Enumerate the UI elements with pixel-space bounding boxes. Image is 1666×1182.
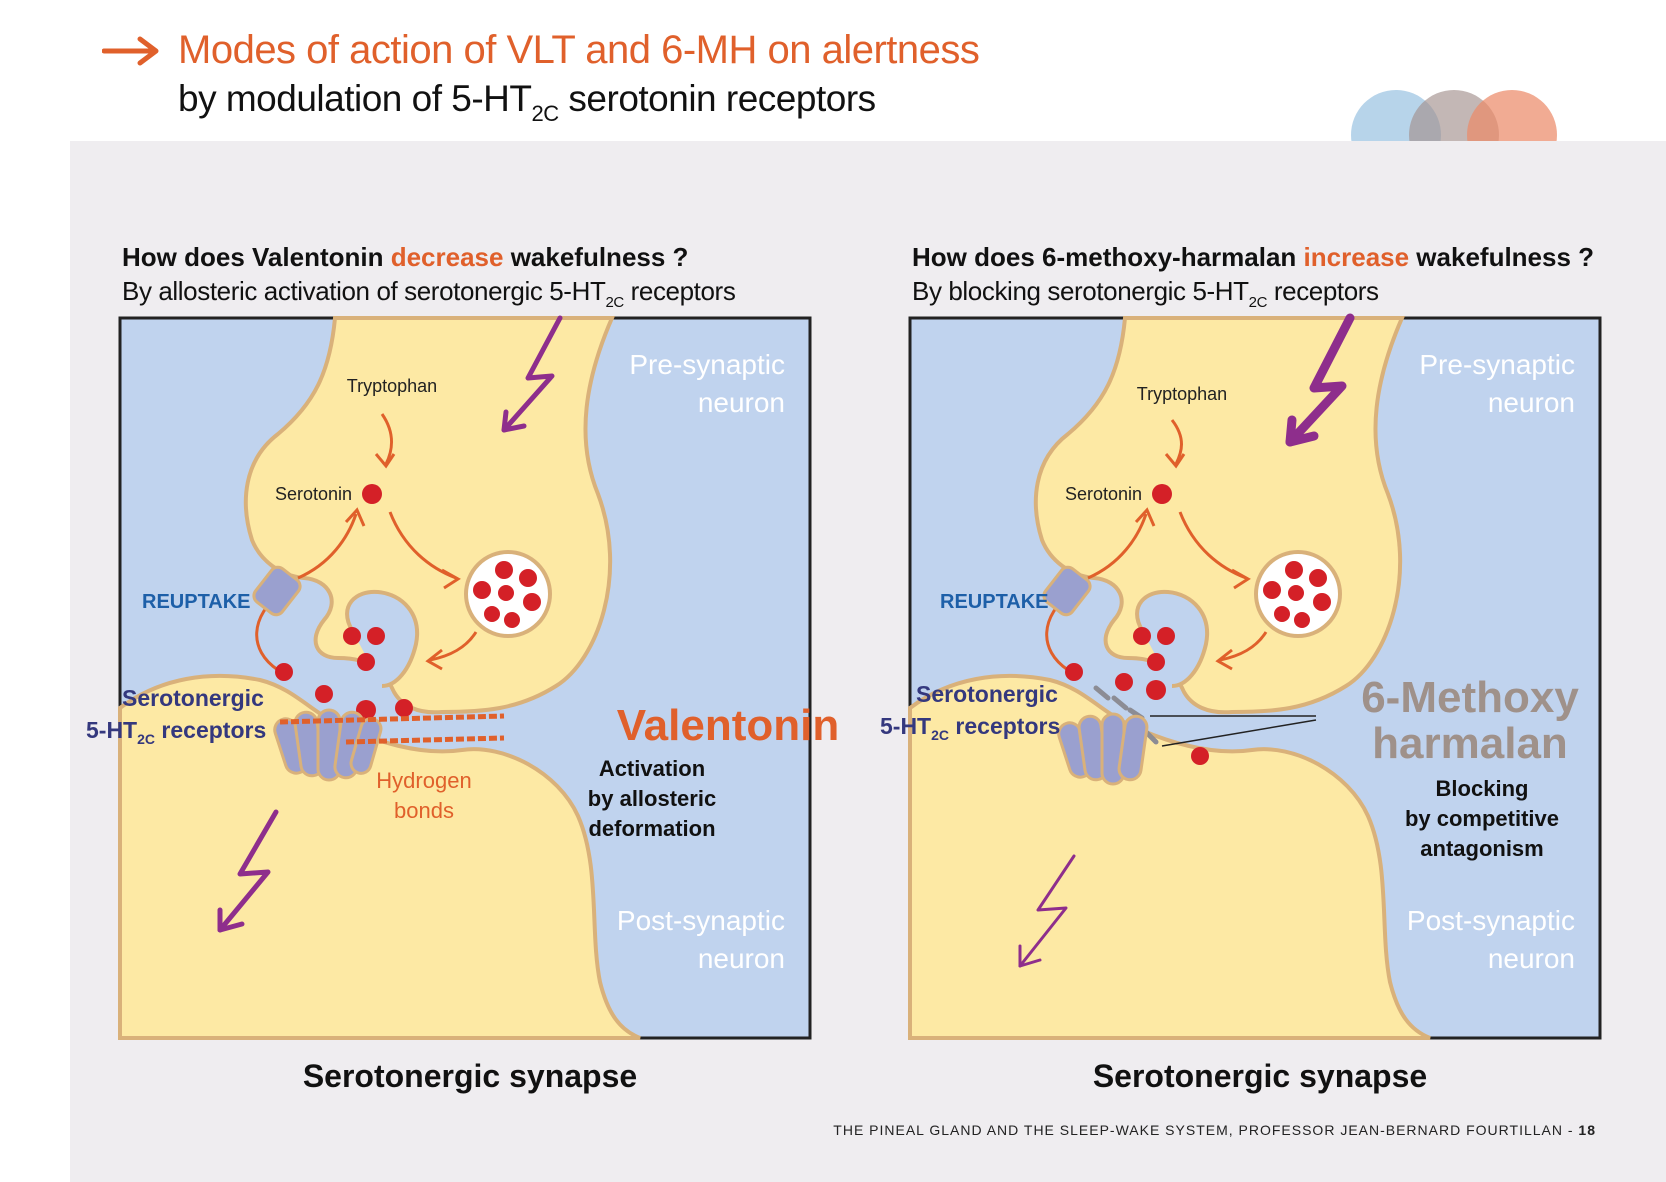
tryptophan-arrow	[1170, 419, 1183, 465]
footer: THE PINEAL GLAND AND THE SLEEP-WAKE SYST…	[833, 1122, 1596, 1138]
mechanism-label-2: by allosteric	[588, 786, 716, 811]
reuptake-label: REUPTAKE	[142, 591, 251, 613]
header: Modes of action of VLT and 6-MH on alert…	[0, 0, 1666, 180]
drug-name-label: Valentonin	[617, 701, 839, 750]
pre-synaptic-label-2: neuron	[698, 387, 785, 418]
serotonin-5ht2c-receptor	[273, 708, 383, 782]
mechanism-label-1: Activation	[599, 756, 705, 781]
post-synaptic-label-1: Post-synaptic	[617, 905, 785, 936]
pre-synaptic-label-2: neuron	[1488, 387, 1575, 418]
receptors-label-2: 5-HT2C receptors	[86, 717, 266, 747]
serotonin-label: Serotonin	[275, 484, 352, 504]
blocking-arcs	[1093, 685, 1159, 745]
release-arrow	[429, 631, 478, 662]
incoming-signal-lightning-icon	[1285, 313, 1355, 447]
left-caption: Serotonergic synapse	[302, 1058, 638, 1094]
release-arrow	[1219, 631, 1268, 662]
hydrogen-bond-line-1	[279, 713, 505, 725]
post-synaptic-neuron	[908, 673, 1431, 1040]
pointer-line-2	[1161, 719, 1317, 747]
post-synaptic-neuron	[118, 673, 641, 1040]
outgoing-signal-lightning-icon	[1018, 854, 1076, 968]
receptors-label-1: Serotonergic	[122, 685, 264, 711]
pre-synaptic-label-1: Pre-synaptic	[629, 349, 785, 380]
arrow-right-icon	[102, 36, 159, 66]
pre-synaptic-label-1: Pre-synaptic	[1419, 349, 1575, 380]
right-caption: Serotonergic synapse	[1092, 1058, 1428, 1094]
reuptake-to-serotonin-arrow	[297, 513, 358, 580]
serotonin-5ht2c-receptor	[1057, 712, 1149, 786]
left-synapse-diagram: Pre-synaptic neuron Post-synaptic neuron…	[86, 315, 839, 1040]
serotonin-label: Serotonin	[1065, 484, 1142, 504]
tryptophan-label: Tryptophan	[1137, 384, 1227, 404]
serotonin-molecule	[362, 484, 382, 504]
page-title: Modes of action of VLT and 6-MH on alert…	[178, 28, 980, 72]
post-synaptic-label-1: Post-synaptic	[1407, 905, 1575, 936]
reuptake-transporter	[1042, 565, 1092, 617]
right-question: How does 6-methoxy-harmalan increase wak…	[912, 242, 1595, 272]
right-subquestion: By blocking serotonergic 5-HT2C receptor…	[912, 276, 1379, 311]
reuptake-to-serotonin-arrow	[1087, 513, 1148, 580]
reuptake-label: REUPTAKE	[940, 591, 1049, 613]
mechanism-label-3: antagonism	[1420, 836, 1543, 861]
incoming-signal-lightning-icon	[501, 315, 563, 433]
hydrogen-bonds-label-2: bonds	[394, 798, 454, 823]
reuptake-transporter	[252, 565, 302, 617]
serotonin-molecule	[1152, 484, 1172, 504]
post-synaptic-label-2: neuron	[1488, 943, 1575, 974]
right-synapse-diagram: Pre-synaptic neuron Post-synaptic neuron…	[880, 313, 1602, 1040]
receptors-label-2: 5-HT2C receptors	[880, 713, 1060, 743]
receptors-label-1: Serotonergic	[916, 681, 1058, 707]
post-synaptic-label-2: neuron	[698, 943, 785, 974]
left-question: How does Valentonin decrease wakefulness…	[122, 242, 689, 272]
page-subtitle: by modulation of 5-HT2C serotonin recept…	[178, 78, 876, 126]
hydrogen-bonds-label-1: Hydrogen	[376, 768, 471, 793]
drug-name-label-2: harmalan	[1372, 719, 1568, 768]
drug-name-label-1: 6-Methoxy	[1361, 673, 1579, 722]
left-subquestion: By allosteric activation of serotonergic…	[122, 276, 736, 311]
tryptophan-label: Tryptophan	[347, 376, 437, 396]
outgoing-signal-lightning-icon	[217, 809, 279, 933]
mechanism-label-3: deformation	[588, 816, 715, 841]
hydrogen-bond-line-2	[345, 735, 505, 745]
mechanism-label-1: Blocking	[1436, 776, 1529, 801]
mechanism-label-2: by competitive	[1405, 806, 1559, 831]
tryptophan-arrow	[380, 413, 393, 465]
